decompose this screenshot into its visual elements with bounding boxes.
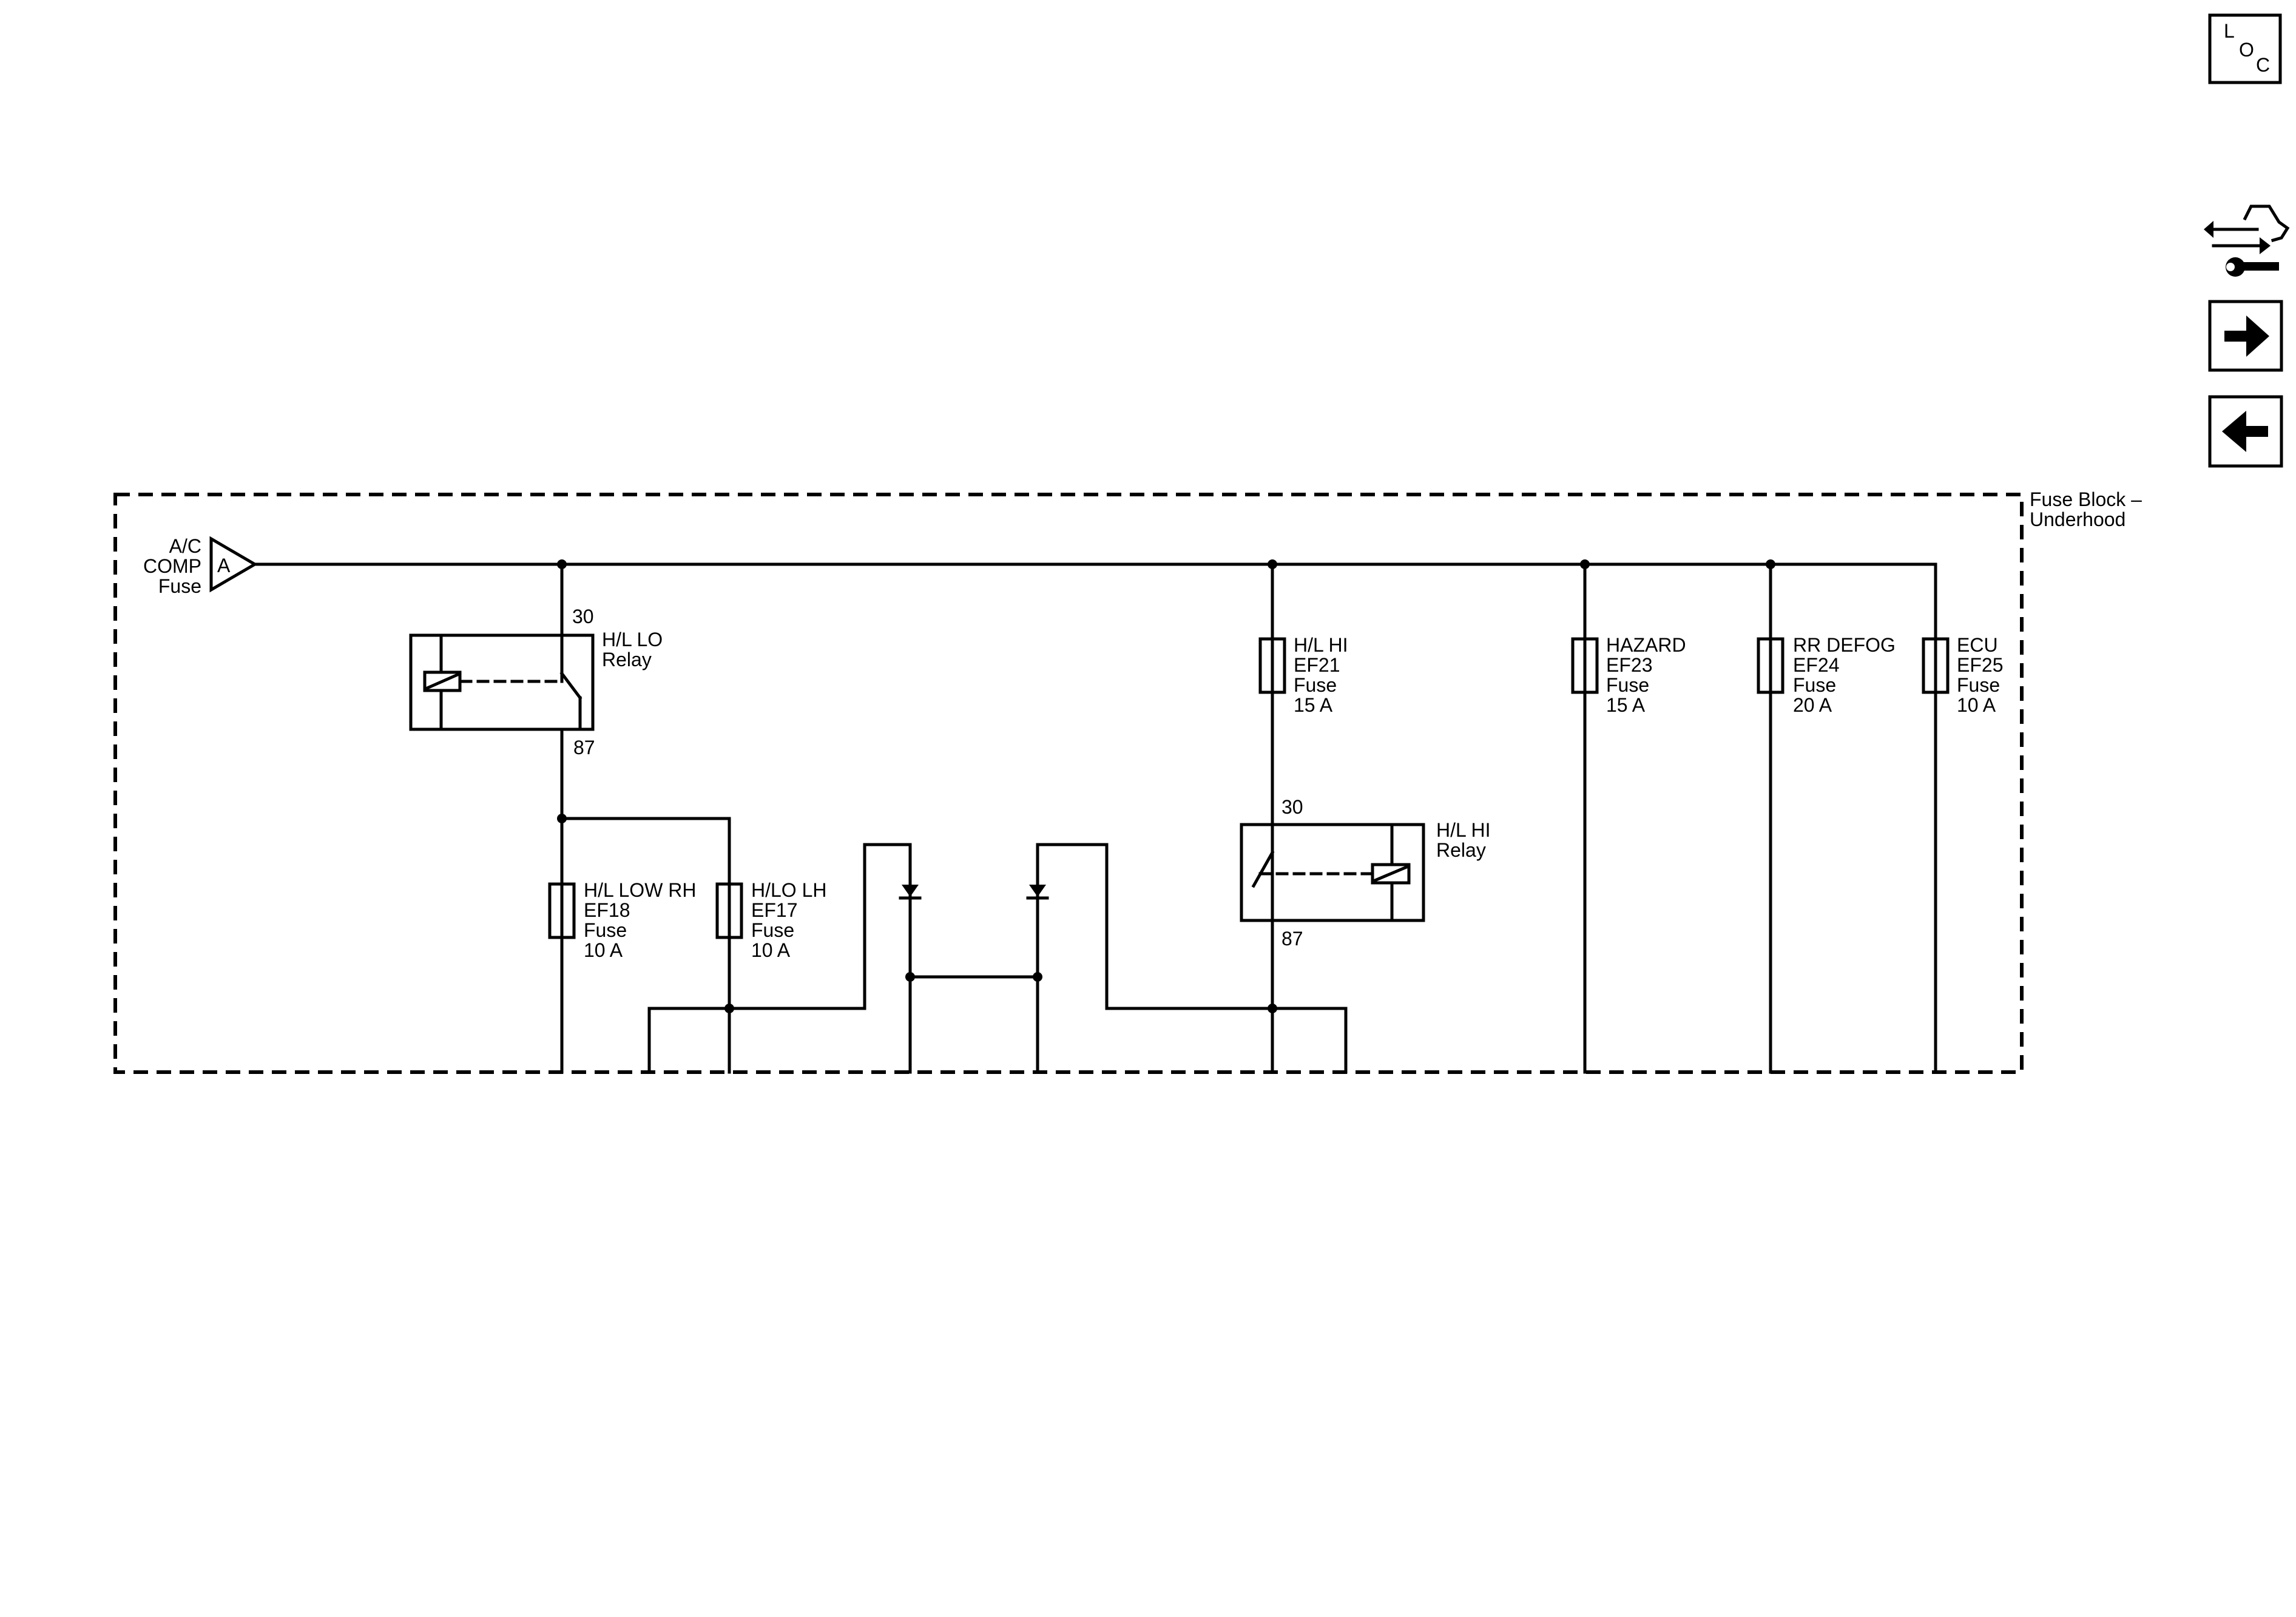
fuse-ef23-rating: 15 A	[1606, 694, 1646, 716]
fuse-ef24-type: Fuse	[1793, 674, 1836, 696]
fuse-block-label-2: Underhood	[2030, 508, 2125, 530]
loc-letter-o: O	[2239, 39, 2254, 61]
hl-hi-relay-pin-30: 30	[1281, 796, 1303, 818]
splice-dot	[724, 1004, 734, 1013]
fuse-ef23-id: EF23	[1606, 654, 1652, 676]
fuse-ef24-id: EF24	[1793, 654, 1839, 676]
hl-lo-relay-pin-30: 30	[572, 606, 594, 627]
fuse-ef21-type: Fuse	[1294, 674, 1337, 696]
hl-lo-relay-type: Relay	[602, 649, 652, 670]
fuse-ef21-id: EF21	[1294, 654, 1340, 676]
fuse-ef25-rating: 10 A	[1957, 694, 1996, 716]
prev-page-button[interactable]	[2208, 395, 2283, 468]
fuse-ef25-name: ECU	[1957, 634, 1998, 656]
fuse-ef18: H/L LOW RH EF18 Fuse 10 A	[548, 879, 697, 961]
fuse-block-label-1: Fuse Block –	[2030, 488, 2142, 510]
fuse-ef21-name: H/L HI	[1294, 634, 1348, 656]
next-page-button[interactable]	[2208, 300, 2283, 372]
fuse-ef24-rating: 20 A	[1793, 694, 1832, 716]
fuse-ef18-rating: 10 A	[584, 939, 623, 961]
fuse-ef23-type: Fuse	[1606, 674, 1649, 696]
diode-1	[899, 885, 922, 900]
fuse-ef25-type: Fuse	[1957, 674, 2000, 696]
splice-dot	[1268, 1004, 1277, 1013]
fuse-ef18-name: H/L LOW RH	[584, 879, 697, 901]
hl-hi-relay: 30 87 H/L HI Relay	[1240, 796, 1491, 950]
fuse-block-boundary	[113, 493, 2024, 1074]
fuse-ef25-id: EF25	[1957, 654, 2003, 676]
wire	[647, 843, 912, 1074]
fuse-ef23-name: HAZARD	[1606, 634, 1686, 656]
source-connector-label-3: Fuse	[158, 575, 201, 597]
fuse-ef17-type: Fuse	[751, 919, 794, 941]
fuse-ef17-rating: 10 A	[751, 939, 791, 961]
hl-lo-relay-name: H/L LO	[602, 629, 663, 650]
fuse-ef23: HAZARD EF23 Fuse 15 A	[1571, 634, 1686, 716]
source-connector-label-1: A/C	[169, 535, 201, 557]
wire	[1036, 843, 1348, 1074]
loc-letter-c: C	[2256, 54, 2270, 76]
source-connector-label-2: COMP	[143, 555, 201, 577]
fuse-ef21-rating: 15 A	[1294, 694, 1333, 716]
hl-lo-relay-pin-87: 87	[573, 737, 595, 758]
arrow-left-icon	[2222, 411, 2268, 452]
loc-button[interactable]: L O C	[2208, 13, 2282, 84]
fuse-ef18-id: EF18	[584, 899, 630, 921]
hl-lo-relay: 30 87 H/L LO Relay	[409, 562, 663, 758]
fuse-ef17: H/LO LH EF17 Fuse 10 A	[715, 879, 826, 961]
fuse-ef18-type: Fuse	[584, 919, 627, 941]
loc-letter-l: L	[2224, 20, 2235, 42]
diode-2	[1026, 885, 1049, 900]
fuse-ef24-name: RR DEFOG	[1793, 634, 1896, 656]
fuse-ef17-name: H/LO LH	[751, 879, 826, 901]
fuse-ef21: H/L HI EF21 Fuse 15 A	[1258, 634, 1348, 716]
hl-hi-relay-pin-87: 87	[1281, 928, 1303, 950]
wrench-arrows-icon[interactable]	[2204, 204, 2290, 277]
splice-dot	[905, 972, 915, 982]
arrow-right-icon	[2224, 316, 2269, 357]
hl-hi-relay-name: H/L HI	[1436, 819, 1491, 841]
fuse-ef25: ECU EF25 Fuse 10 A	[1922, 634, 2003, 716]
hl-hi-relay-type: Relay	[1436, 839, 1486, 861]
source-connector-pin: A	[217, 555, 231, 576]
fuse-ef17-id: EF17	[751, 899, 797, 921]
fuse-ef24: RR DEFOG EF24 Fuse 20 A	[1757, 634, 1896, 716]
source-connector: A A/C COMP Fuse	[143, 535, 258, 597]
